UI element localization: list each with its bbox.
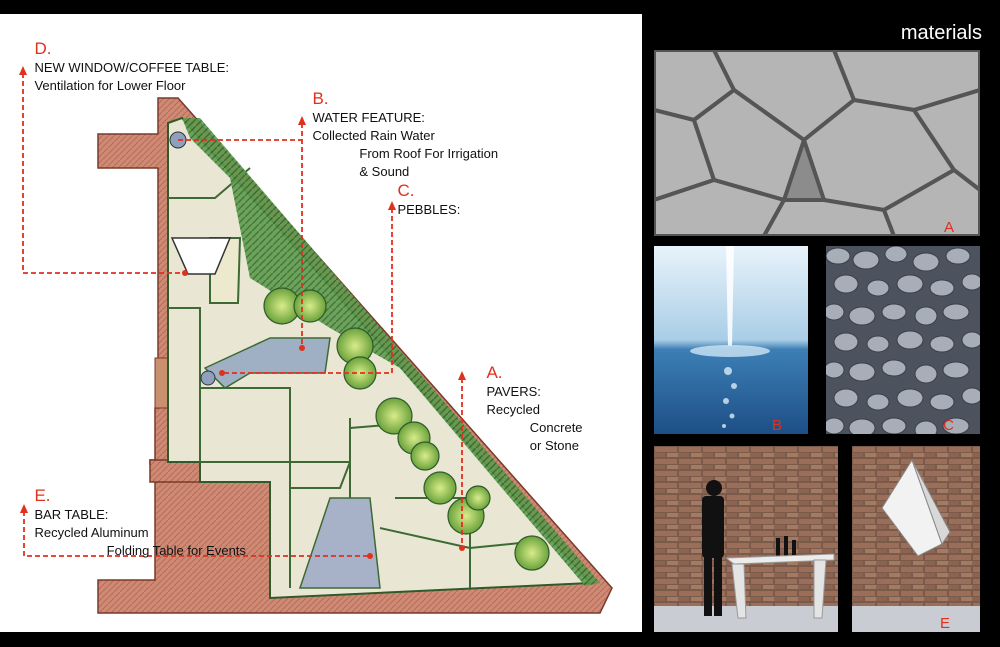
material-tile-water: B bbox=[654, 246, 808, 434]
annotation-a-title: PAVERS: bbox=[486, 384, 541, 399]
annotation-d-letter: D. bbox=[34, 39, 52, 58]
annotation-b-text: Collected Rain Water From Roof For Irrig… bbox=[312, 128, 499, 179]
leader-arrowheads bbox=[19, 66, 466, 559]
material-tile-bar-table bbox=[654, 446, 838, 632]
annotation-c-title: PEBBLES: bbox=[397, 202, 461, 217]
materials-title: materials bbox=[900, 22, 982, 44]
annotation-e-title: BAR TABLE: bbox=[34, 507, 109, 522]
coffee-table-symbol bbox=[169, 131, 232, 386]
tile-tag-b: B bbox=[771, 417, 782, 434]
flagstone-image bbox=[654, 50, 980, 236]
annotation-a-letter: A. bbox=[486, 363, 503, 382]
material-tile-pavers: A bbox=[654, 50, 980, 236]
annotation-e-letter: E. bbox=[34, 486, 51, 505]
tile-tag-a: A bbox=[943, 219, 954, 236]
site-plan-sheet: D. NEW WINDOW/COFFEE TABLE: Ventilation … bbox=[0, 14, 642, 632]
annotation-a-text: Recycled Concrete or Stone bbox=[486, 402, 583, 453]
pebbles-image bbox=[826, 246, 980, 434]
material-tile-pebbles: C bbox=[826, 246, 980, 434]
annotation-b-title: WATER FEATURE: bbox=[312, 110, 425, 125]
annotation-e-text: Recycled Aluminum Folding Table for Even… bbox=[34, 525, 246, 558]
annotation-d-title: NEW WINDOW/COFFEE TABLE: bbox=[34, 60, 229, 75]
material-tile-coffee-table: E bbox=[852, 446, 980, 632]
annotation-c: C. PEBBLES: bbox=[383, 164, 460, 255]
planting-strip bbox=[182, 118, 600, 586]
annotation-d-text: Ventilation for Lower Floor bbox=[34, 78, 186, 93]
leader-lines bbox=[22, 73, 463, 557]
annotation-d: D. NEW WINDOW/COFFEE TABLE: Ventilation … bbox=[20, 22, 229, 113]
coffee-table-image bbox=[852, 446, 980, 632]
tile-tag-e: E bbox=[939, 615, 950, 632]
water-image bbox=[654, 246, 808, 434]
annotation-a: A. PAVERS: Recycled Concrete or Stone bbox=[472, 346, 583, 473]
site-plan-drawing bbox=[19, 66, 613, 614]
annotation-b-letter: B. bbox=[312, 89, 329, 108]
tile-tag-c: C bbox=[943, 417, 954, 434]
annotation-e: E. BAR TABLE: Recycled Aluminum Folding … bbox=[20, 469, 246, 578]
bar-table-image bbox=[654, 446, 838, 632]
annotation-b: B. WATER FEATURE: Collected Rain Water F… bbox=[298, 72, 498, 199]
annotation-c-letter: C. bbox=[397, 181, 415, 200]
